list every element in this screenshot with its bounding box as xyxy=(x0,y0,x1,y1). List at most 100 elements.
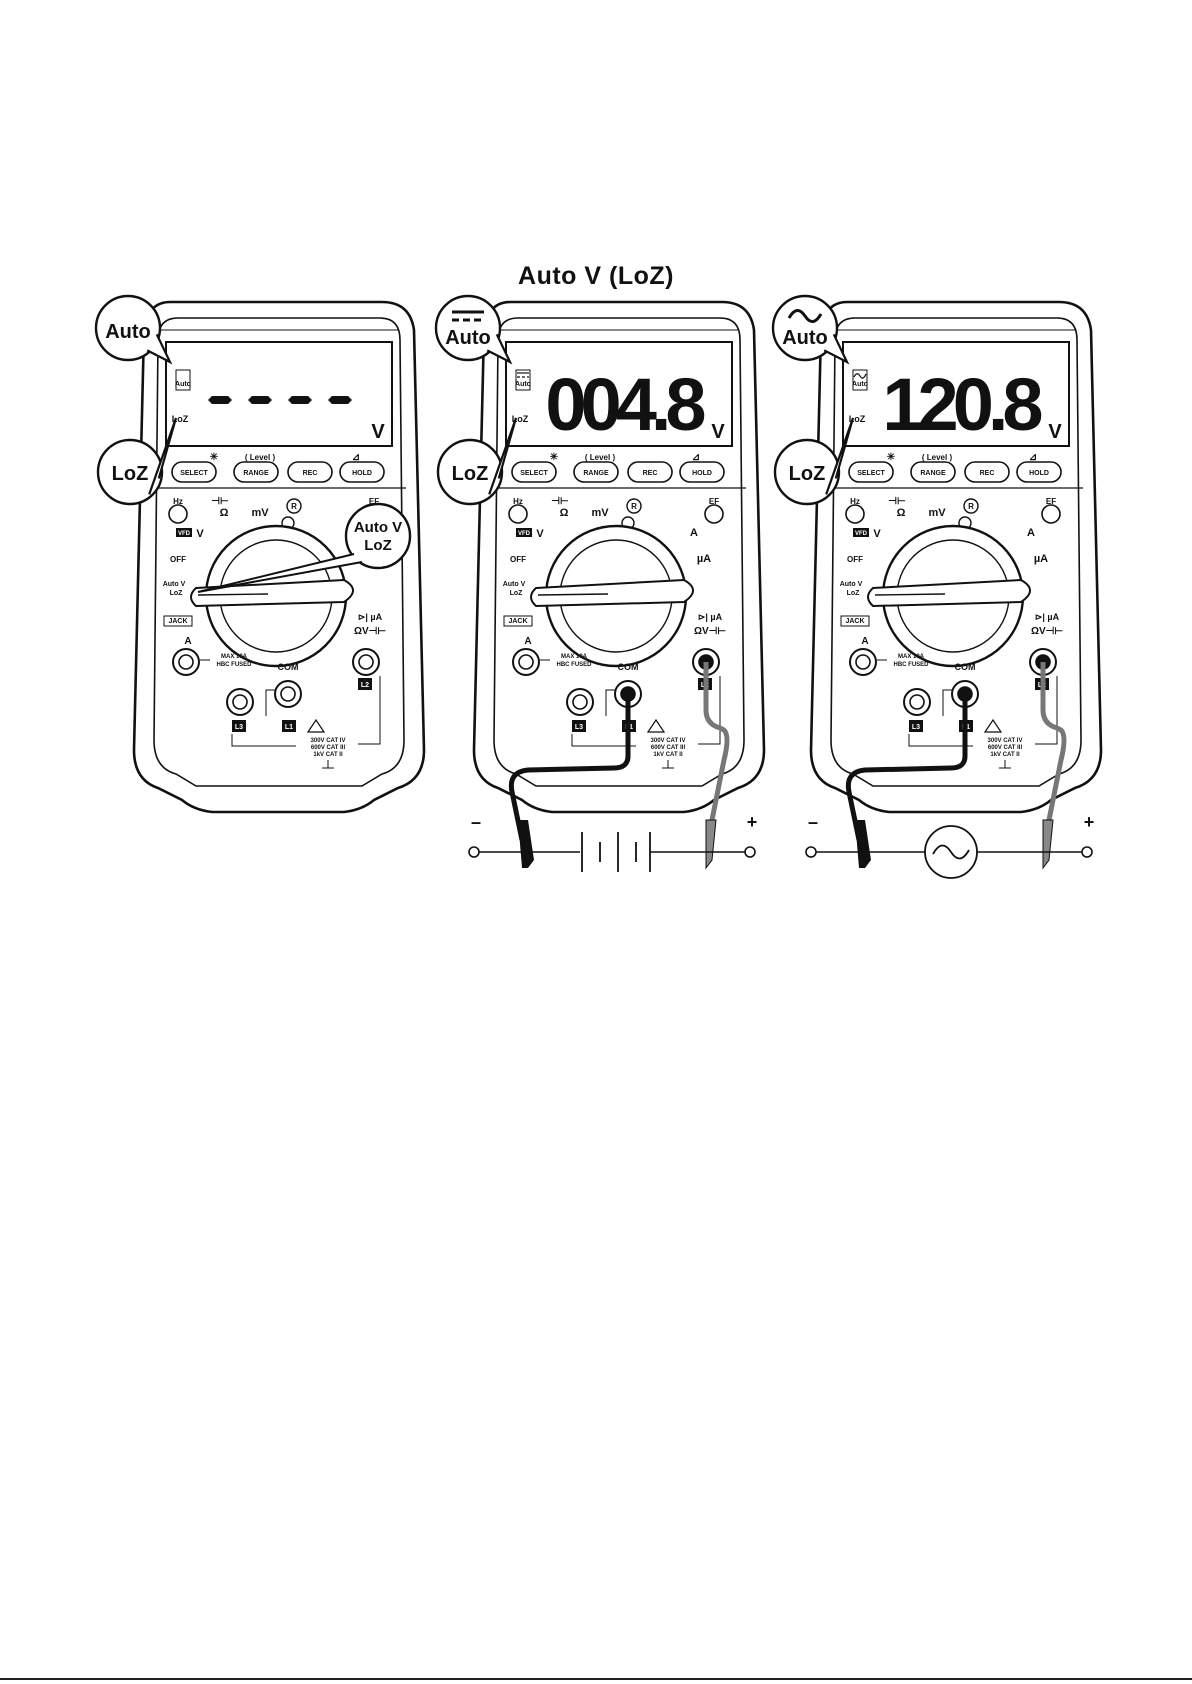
select-button-label: SELECT xyxy=(520,470,548,477)
cat-ii-label: 1kV CAT II xyxy=(990,752,1020,758)
range-button xyxy=(910,461,956,483)
rec-button-label: REC xyxy=(303,470,318,477)
l3-badge xyxy=(909,720,923,732)
lcd-loz-indicator: LoZ xyxy=(849,414,866,424)
a-label: A xyxy=(690,527,698,539)
red-probe xyxy=(1042,819,1054,870)
max-10a-label: MAX 10A xyxy=(898,654,925,660)
vfd-badge xyxy=(853,528,869,537)
com-bracket xyxy=(605,689,616,716)
ohm-v-cap-label: ΩV⊣⊢ xyxy=(694,626,726,637)
l1-badge xyxy=(282,720,296,732)
range-button-label: RANGE xyxy=(243,470,269,477)
callout-autov-line2: LoZ xyxy=(364,537,392,554)
lcd-reading: 004.8 xyxy=(545,363,704,446)
ac-mini-wave xyxy=(853,373,867,379)
l3-bracket xyxy=(571,734,636,747)
plus-sign: + xyxy=(747,812,758,832)
auto-indicator-box xyxy=(852,369,868,391)
max-10a-label: MAX 10A xyxy=(561,654,588,660)
callout-loz-bubble xyxy=(773,438,841,506)
minus-sign: – xyxy=(471,812,481,832)
rotary-knob-pointer xyxy=(530,578,694,608)
hold-button xyxy=(339,461,385,483)
lcd-screen xyxy=(165,341,393,447)
v-symbol: V xyxy=(196,528,204,540)
right-terminal xyxy=(1081,846,1093,858)
l3-label: L3 xyxy=(235,724,243,731)
lcd-unit-v: V xyxy=(1048,421,1062,443)
page-bottom-rule xyxy=(0,1678,1192,1680)
l1-label: L1 xyxy=(285,724,293,731)
range-button-label: RANGE xyxy=(583,470,609,477)
callout-loz-bubble xyxy=(96,438,164,506)
l3-jack-hole xyxy=(232,694,248,710)
l3-bracket xyxy=(231,734,296,747)
level-label: ( Level ) xyxy=(245,453,276,462)
callout-auto-bubble-pointer xyxy=(823,333,850,365)
vfd-label: VFD xyxy=(178,531,191,537)
r-symbol: R xyxy=(291,502,297,511)
ohm-label: Ω xyxy=(897,507,906,519)
l3-jack-hole xyxy=(909,694,925,710)
dial-autov-label: Auto V xyxy=(840,581,863,588)
a-jack-hole xyxy=(855,654,871,670)
hold-button-label: HOLD xyxy=(692,470,712,477)
off-label: OFF xyxy=(510,555,526,564)
lcd-dash-segment xyxy=(248,396,272,404)
ohm-label: Ω xyxy=(220,507,229,519)
callout-autov-pointer xyxy=(197,553,363,593)
callout-auto-text: Auto xyxy=(105,321,151,343)
mv-label: mV xyxy=(928,507,946,519)
delta-icon: ⊿ xyxy=(352,452,360,463)
a-label: A xyxy=(1027,527,1035,539)
black-test-lead xyxy=(508,694,631,841)
ac-source-wave xyxy=(932,844,970,860)
select-button-label: SELECT xyxy=(180,470,208,477)
rec-button-label: REC xyxy=(980,470,995,477)
l3-badge xyxy=(572,720,586,732)
callout-loz-bubble-pointer xyxy=(148,417,178,495)
callout-loz-bubble xyxy=(436,438,504,506)
lcd-unit-v: V xyxy=(711,421,725,443)
lcd-loz-indicator: LoZ xyxy=(512,414,529,424)
lcd-unit-v: V xyxy=(371,421,385,443)
select-button xyxy=(171,461,217,483)
dial-loz-label: LoZ xyxy=(170,590,184,597)
lcd-dash-segment xyxy=(328,396,352,404)
max-10a-label: MAX 10A xyxy=(221,654,248,660)
pointer-line xyxy=(537,593,609,596)
cat-iii-label: 600V CAT III xyxy=(651,745,686,751)
l2-bracket xyxy=(358,676,381,745)
callout-auto-bubble-pointer xyxy=(486,333,513,365)
rec-symbol-circle xyxy=(286,498,302,514)
lcd-dash-segment xyxy=(208,396,232,404)
cat-ii-label: 1kV CAT II xyxy=(653,752,683,758)
black-probe xyxy=(518,820,534,868)
dial-autov-label: Auto V xyxy=(163,581,186,588)
v-symbol: V xyxy=(873,528,881,540)
hold-button xyxy=(1016,461,1062,483)
r-symbol: R xyxy=(631,502,637,511)
mv-label: mV xyxy=(251,507,269,519)
delta-icon: ⊿ xyxy=(1029,452,1037,463)
select-button-label: SELECT xyxy=(857,470,885,477)
l3-badge xyxy=(232,720,246,732)
ef-label: EF xyxy=(1046,497,1056,506)
off-label: OFF xyxy=(170,555,186,564)
level-label: ( Level ) xyxy=(922,453,953,462)
lcd-dash-segment xyxy=(288,396,312,404)
lcd-reading: 120.8 xyxy=(882,363,1041,446)
jack-label: JACK xyxy=(168,618,187,625)
red-test-lead xyxy=(703,662,730,821)
callout-autov-bubble xyxy=(344,502,412,570)
diode-ua-label: ⊳| µA xyxy=(1035,612,1060,622)
left-terminal xyxy=(805,846,817,858)
warning-icon xyxy=(983,718,1003,733)
delta-icon: ⊿ xyxy=(692,452,700,463)
minus-sign: – xyxy=(808,812,818,832)
hz-button xyxy=(845,504,865,524)
hold-button-label: HOLD xyxy=(1029,470,1049,477)
